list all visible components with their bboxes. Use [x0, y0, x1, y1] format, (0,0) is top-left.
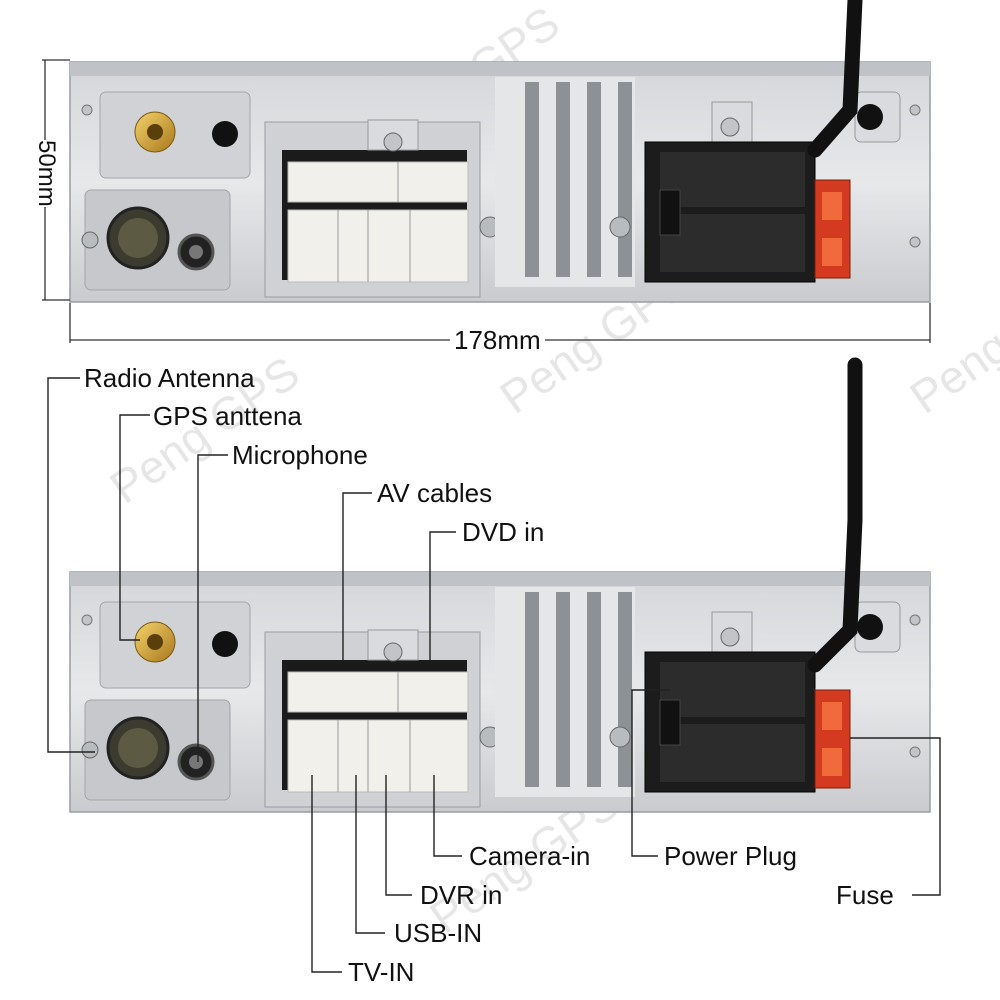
label-dvr-in: DVR in	[420, 880, 503, 910]
leader-lines	[47, 377, 941, 973]
width-dimension: 178mm	[450, 327, 545, 353]
height-dimension: 50mm	[33, 140, 60, 207]
label-gps-antenna: GPS anttena	[153, 401, 302, 431]
label-usb-in: USB-IN	[394, 918, 483, 948]
label-tv-in: TV-IN	[348, 957, 415, 987]
label-power-plug: Power Plug	[664, 841, 797, 871]
label-radio-antenna: Radio Antenna	[84, 363, 255, 393]
power-cable	[807, 357, 863, 673]
label-microphone: Microphone	[232, 440, 368, 470]
top-unit	[68, 60, 932, 304]
power-cable	[807, 0, 863, 158]
label-fuse: Fuse	[836, 880, 894, 910]
label-dvd-in: DVD in	[462, 517, 545, 547]
label-av-cables: AV cables	[377, 478, 493, 508]
label-camera-in: Camera-in	[469, 841, 591, 871]
bottom-unit	[68, 570, 932, 814]
